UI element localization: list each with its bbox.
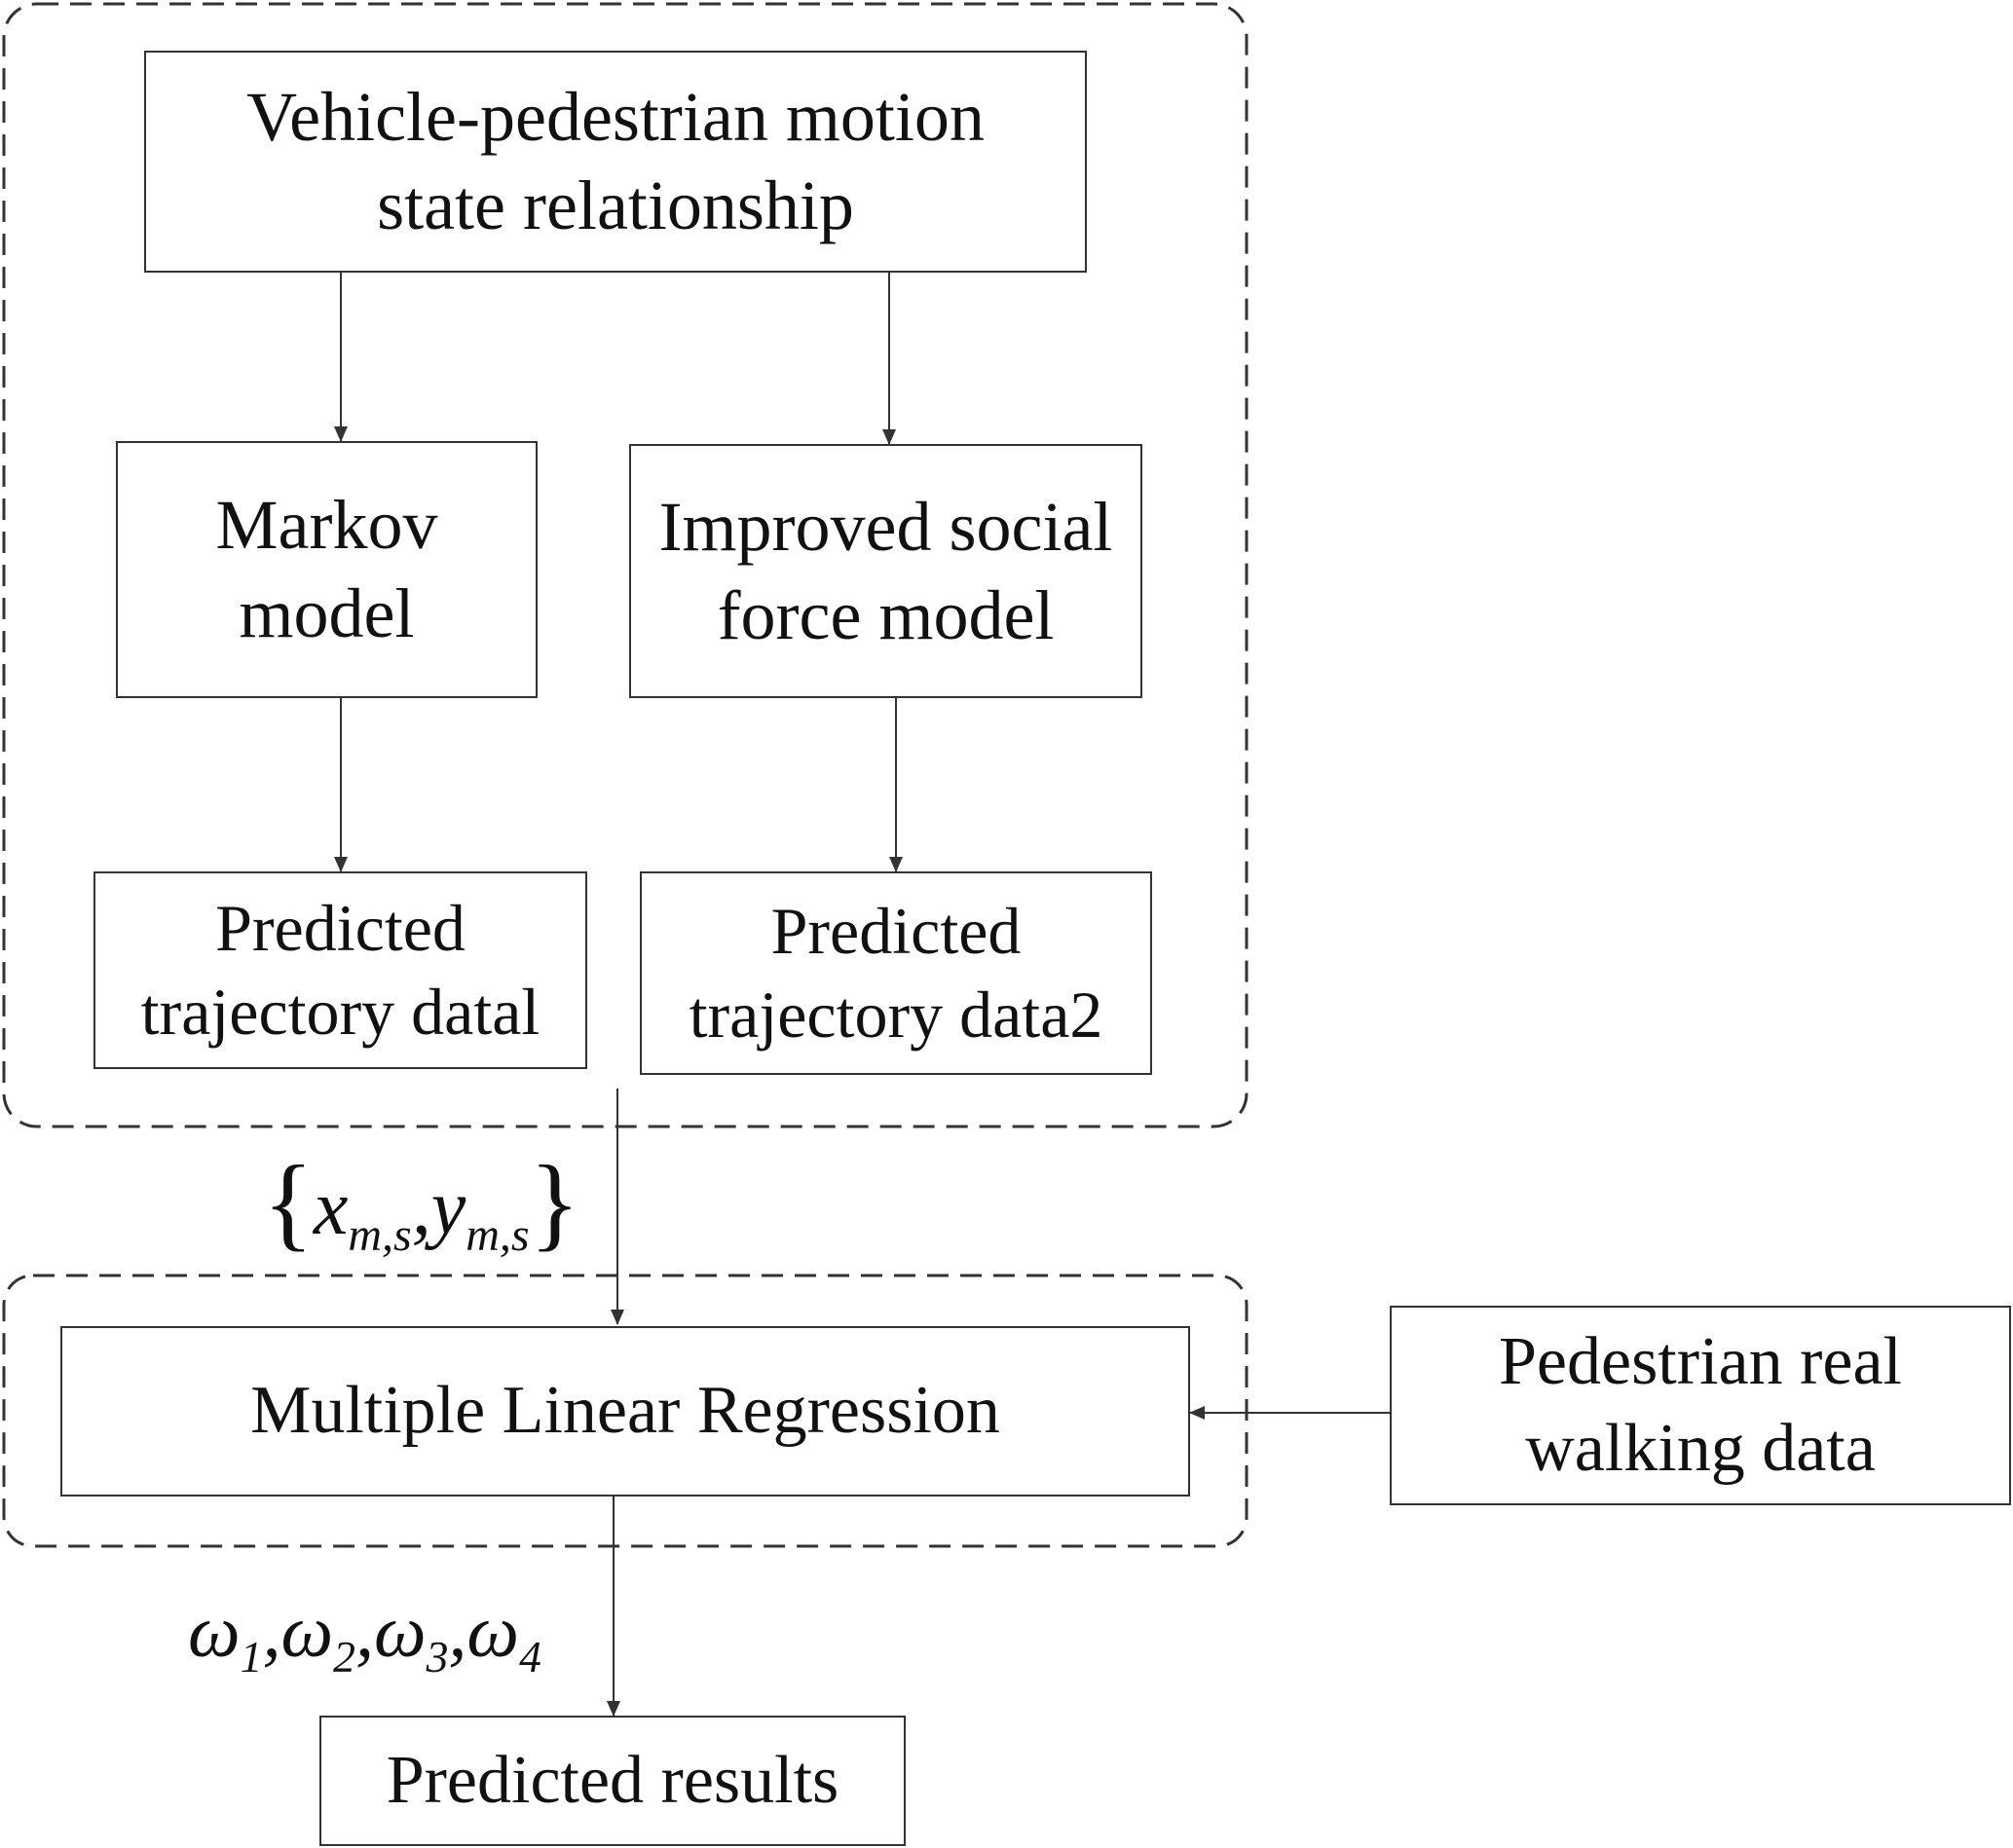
weight-3-symbol: ω xyxy=(373,1591,427,1673)
prediction-group-frame xyxy=(2,2,1249,1128)
motion-state-line-1: Vehicle-pedestrian motion xyxy=(246,78,985,157)
set-y-subscript: m,s xyxy=(466,1209,530,1261)
motion-state-line-2: state relationship xyxy=(377,166,854,244)
set-open-brace: { xyxy=(263,1145,314,1261)
set-x-symbol: x xyxy=(313,1165,349,1251)
weight-1-symbol: ω xyxy=(188,1591,241,1673)
predicted-trajectory-data2-node: Predicted trajectory data2 xyxy=(640,871,1152,1075)
set-separator: , xyxy=(411,1165,431,1251)
weight-3-subscript: 3 xyxy=(426,1632,449,1682)
real-data-line-1: Pedestrian real xyxy=(1499,1324,1902,1400)
social-force-line-1: Improved social xyxy=(658,487,1113,566)
markov-model-node: Markov model xyxy=(116,441,538,698)
social-force-line-2: force model xyxy=(717,575,1055,654)
motion-state-node: Vehicle-pedestrian motion state relation… xyxy=(144,51,1087,273)
weight-separator-2: , xyxy=(354,1591,374,1673)
predicted-results-node: Predicted results xyxy=(319,1716,906,1846)
regression-group-frame xyxy=(2,1274,1249,1548)
weight-4-subscript: 4 xyxy=(519,1632,541,1682)
weight-separator-1: , xyxy=(262,1591,281,1673)
weight-2-symbol: ω xyxy=(280,1591,334,1673)
traj2-line-2: trajectory data2 xyxy=(689,977,1103,1052)
trajectory-set-label: {xm,s,ym,s} xyxy=(263,1139,579,1262)
traj1-line-1: Predicted xyxy=(215,890,466,965)
weight-4-symbol: ω xyxy=(466,1591,520,1673)
set-x-subscript: m,s xyxy=(348,1209,412,1261)
weight-separator-3: , xyxy=(448,1591,467,1673)
set-y-symbol: y xyxy=(430,1165,466,1251)
social-force-model-node: Improved social force model xyxy=(629,444,1142,698)
pedestrian-real-walking-data-node: Pedestrian real walking data xyxy=(1390,1306,2011,1505)
results-line-1: Predicted results xyxy=(386,1742,839,1818)
traj2-line-1: Predicted xyxy=(770,893,1022,968)
predicted-trajectory-data1-node: Predicted trajectory datal xyxy=(93,871,587,1069)
regression-weights-label: ω1,ω2,ω3,ω4 xyxy=(188,1590,541,1682)
traj1-line-2: trajectory datal xyxy=(140,974,541,1049)
weight-1-subscript: 1 xyxy=(240,1632,263,1682)
weight-2-subscript: 2 xyxy=(333,1632,355,1682)
markov-line-1: Markov xyxy=(215,486,438,565)
multiple-linear-regression-node: Multiple Linear Regression xyxy=(60,1326,1190,1497)
markov-line-2: model xyxy=(239,574,415,652)
real-data-line-2: walking data xyxy=(1525,1410,1876,1486)
mlr-line-1: Multiple Linear Regression xyxy=(250,1373,1000,1449)
set-close-brace: } xyxy=(529,1145,580,1261)
